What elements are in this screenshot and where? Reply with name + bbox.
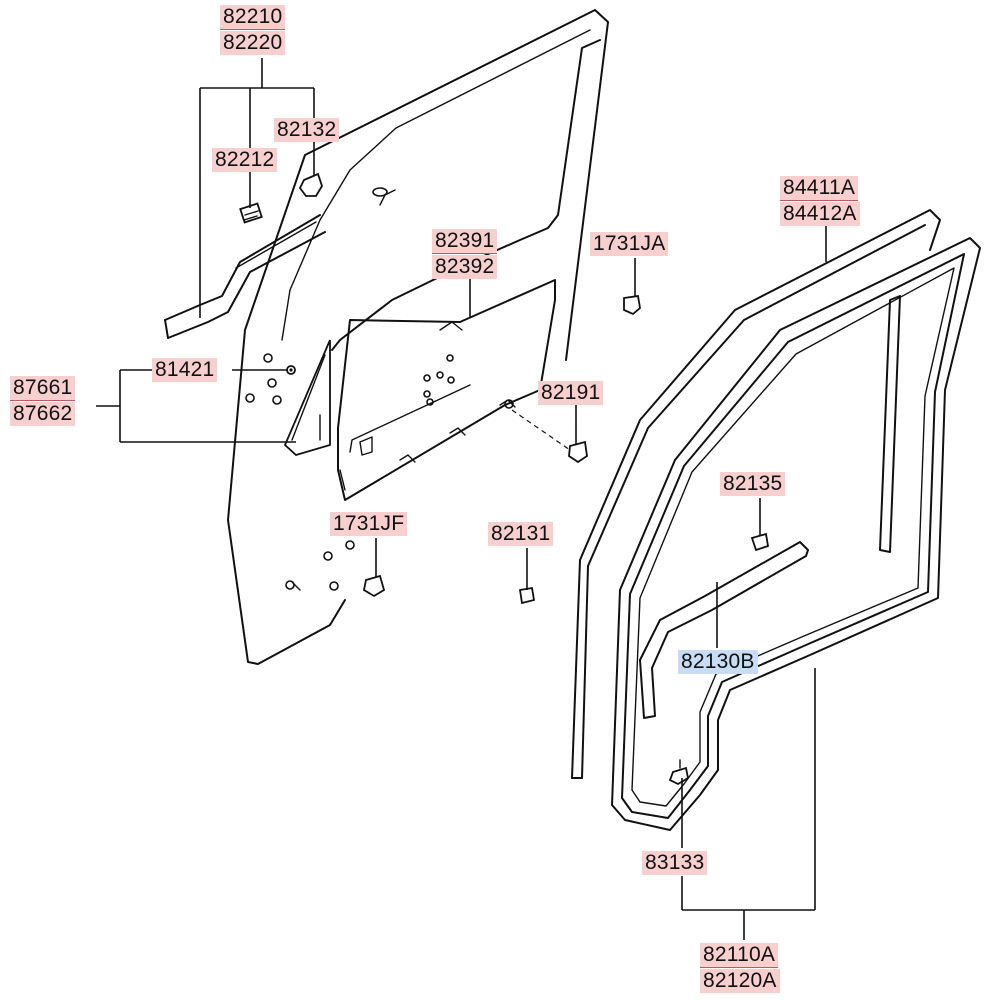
label-82220: 82220 [220, 31, 286, 55]
label-82132: 82132 [274, 118, 340, 142]
inner-door-panel [337, 279, 556, 501]
label-84411a: 84411A [780, 176, 859, 201]
label-87662: 87662 [10, 402, 76, 426]
label-82391: 82391 [432, 229, 498, 254]
label-1731jf: 1731JF [330, 512, 408, 536]
weatherstrip-82130b-part [639, 541, 809, 719]
grommet-1731jf-part [362, 574, 386, 598]
label-82392: 82392 [432, 255, 498, 279]
clip-83133-part [668, 759, 690, 786]
label-84412a: 84412A [780, 202, 860, 226]
label-1731ja: 1731JA [590, 232, 669, 256]
label-82110a: 82110A [700, 943, 779, 968]
label-82130b: 82130B [678, 650, 758, 674]
outer-weatherstrip [571, 209, 941, 779]
label-83133: 83133 [642, 851, 708, 875]
leader-lines [96, 58, 827, 940]
label-82210: 82210 [220, 5, 286, 30]
door-shell [227, 9, 609, 665]
clip-82131-part [518, 586, 536, 605]
label-82212: 82212 [212, 148, 278, 172]
label-82120a: 82120A [700, 969, 780, 993]
label-82135: 82135 [720, 472, 786, 496]
label-82131: 82131 [488, 522, 554, 546]
label-87661: 87661 [10, 376, 76, 401]
clip-81421-part [286, 365, 296, 375]
door-seal-frame [611, 237, 981, 831]
label-82191: 82191 [538, 381, 604, 405]
belt-moulding-strip [164, 214, 326, 339]
grommet-1731ja-part [623, 294, 641, 316]
clip-82212-part [239, 202, 263, 224]
label-81421: 81421 [152, 358, 218, 382]
clip-82135-part [750, 532, 770, 552]
clip-82132-part [298, 172, 323, 197]
mirror-mount-triangle [283, 339, 331, 457]
grommet-82191-part [511, 409, 588, 464]
